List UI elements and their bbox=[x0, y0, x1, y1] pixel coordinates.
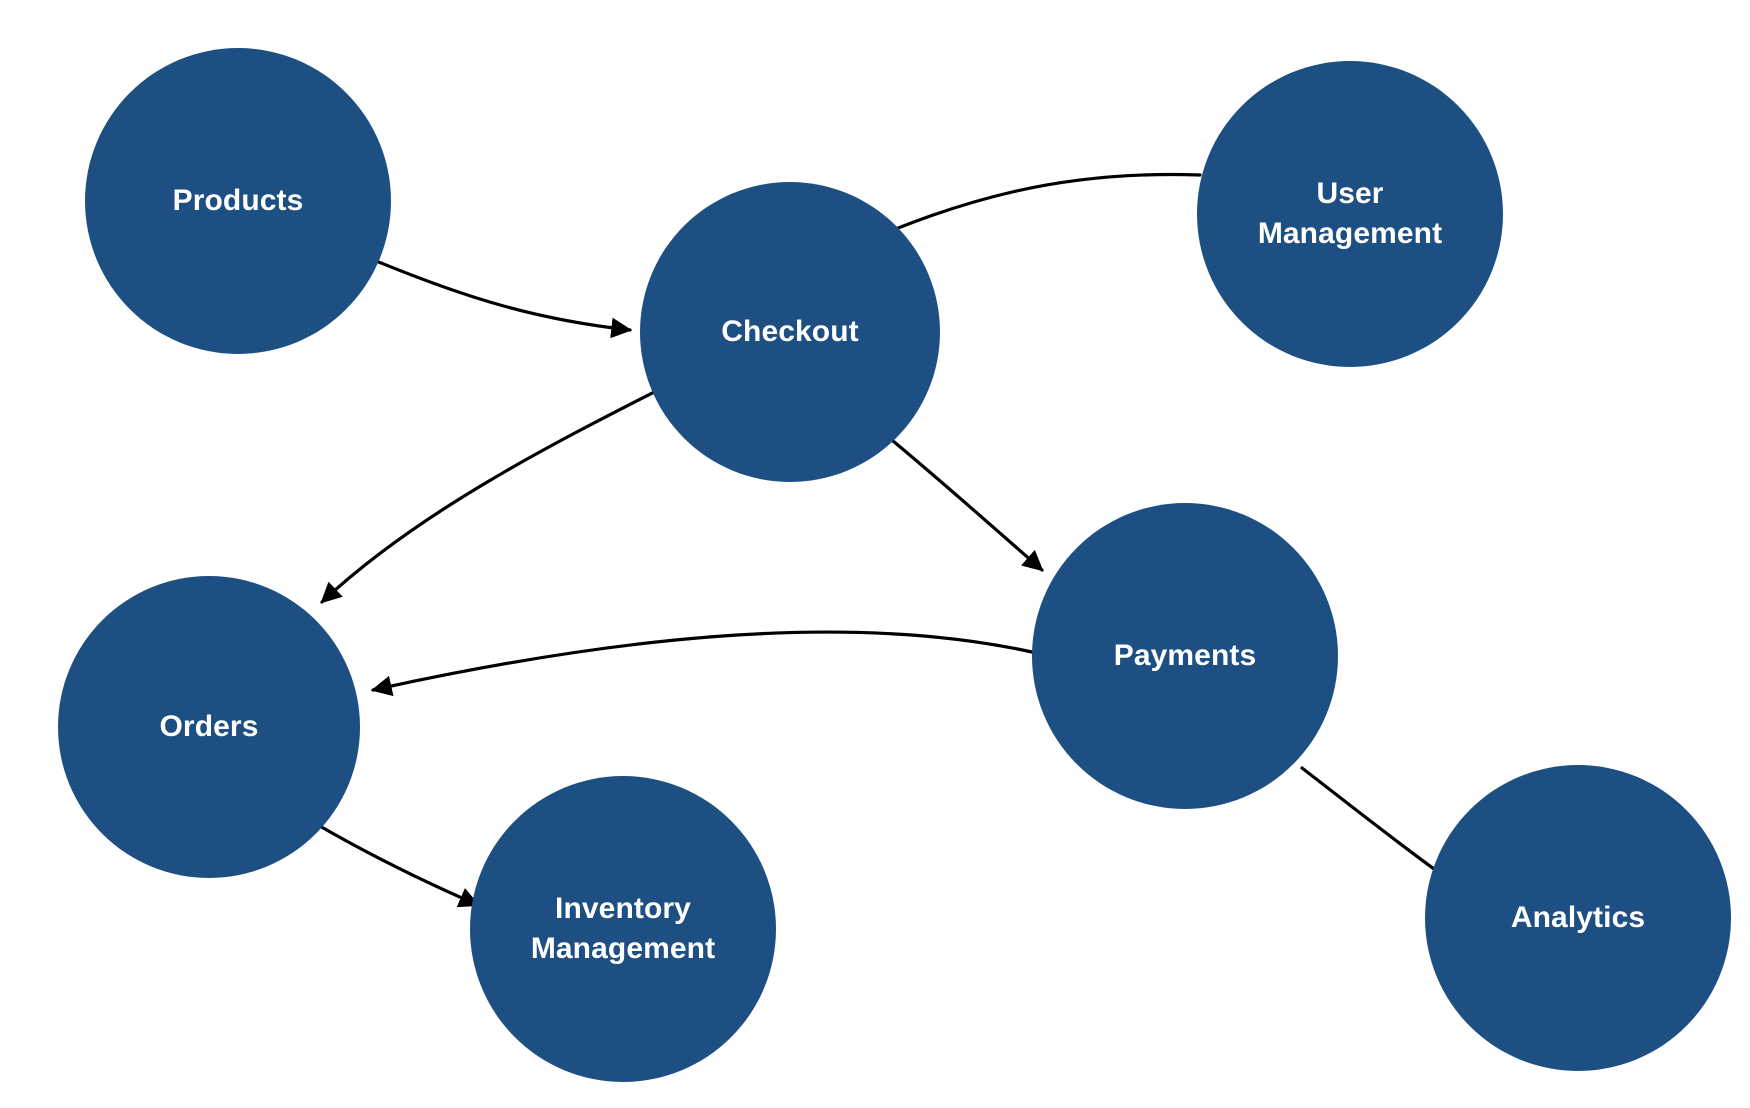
node-label-orders: Orders bbox=[159, 710, 259, 744]
edge-payments-analytics bbox=[1300, 766, 1454, 884]
node-label-analytics: Analytics bbox=[1510, 901, 1646, 935]
node-label-user_mgmt: User Management bbox=[1257, 177, 1443, 250]
edge-checkout-orders bbox=[320, 383, 670, 604]
node-label-payments: Payments bbox=[1113, 639, 1257, 673]
node-orders[interactable]: Orders bbox=[58, 576, 360, 878]
node-analytics[interactable]: Analytics bbox=[1425, 765, 1731, 1071]
node-label-checkout: Checkout bbox=[721, 315, 859, 349]
edges-group bbox=[316, 172, 1454, 908]
edge-payments-orders bbox=[370, 630, 1034, 697]
node-label-products: Products bbox=[172, 184, 304, 218]
edge-orders-inventory bbox=[316, 823, 480, 908]
node-payments[interactable]: Payments bbox=[1032, 503, 1338, 809]
node-inventory[interactable]: Inventory Management bbox=[470, 776, 776, 1082]
node-checkout[interactable]: Checkout bbox=[640, 182, 940, 482]
node-user_mgmt[interactable]: User Management bbox=[1197, 61, 1503, 367]
node-label-inventory: Inventory Management bbox=[530, 892, 716, 965]
edge-checkout-payments bbox=[891, 439, 1044, 572]
edge-products-checkout bbox=[367, 256, 633, 339]
node-products[interactable]: Products bbox=[85, 48, 391, 354]
